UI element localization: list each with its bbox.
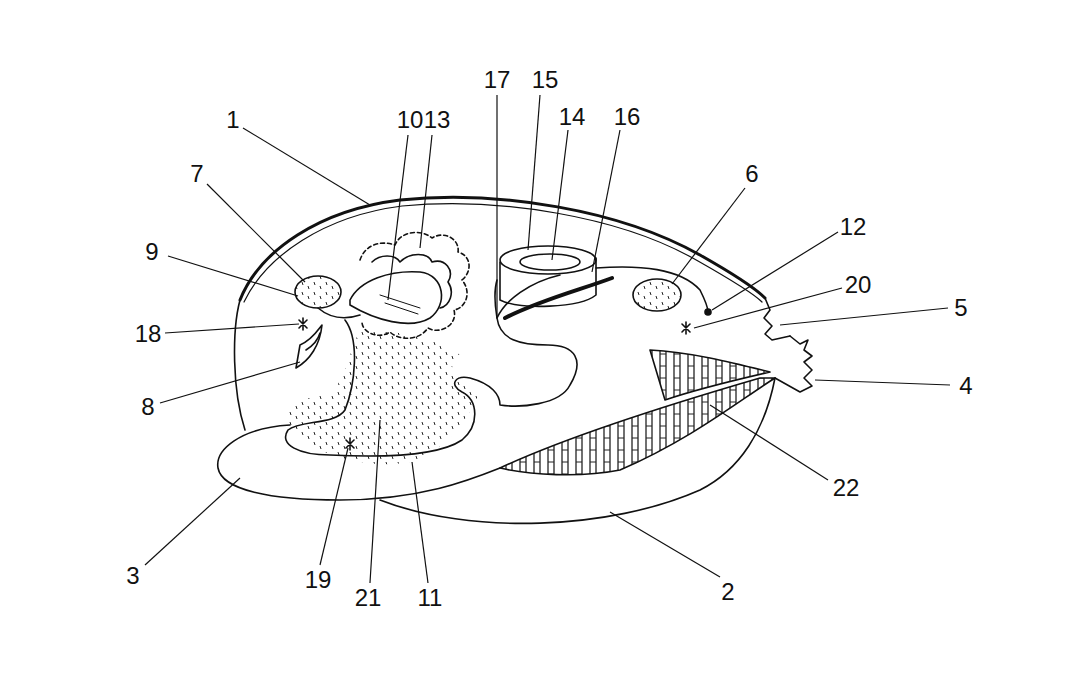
callout-number: 17 <box>484 68 511 92</box>
callout-number: 13 <box>424 108 451 132</box>
callout-number: 5 <box>954 296 967 320</box>
callout-number: 6 <box>745 162 758 186</box>
callout-number: 4 <box>959 374 972 398</box>
callout-number: 9 <box>145 240 158 264</box>
callout-number: 18 <box>135 322 162 346</box>
callout-number: 8 <box>141 395 154 419</box>
callout-number: 19 <box>305 568 332 592</box>
callout-number: 3 <box>126 564 139 588</box>
callout-number: 2 <box>721 580 734 604</box>
callout-number: 1 <box>226 108 239 132</box>
callout-number: 10 <box>397 108 424 132</box>
callout-number: 7 <box>190 162 203 186</box>
callout-number: 12 <box>840 215 867 239</box>
callout-number: 15 <box>532 68 559 92</box>
callout-number: 20 <box>845 273 872 297</box>
callout-number: 14 <box>559 105 586 129</box>
callout-number: 11 <box>418 586 443 610</box>
callout-number: 22 <box>833 476 860 500</box>
callout-number: 21 <box>355 586 382 610</box>
callout-number: 16 <box>614 105 641 129</box>
